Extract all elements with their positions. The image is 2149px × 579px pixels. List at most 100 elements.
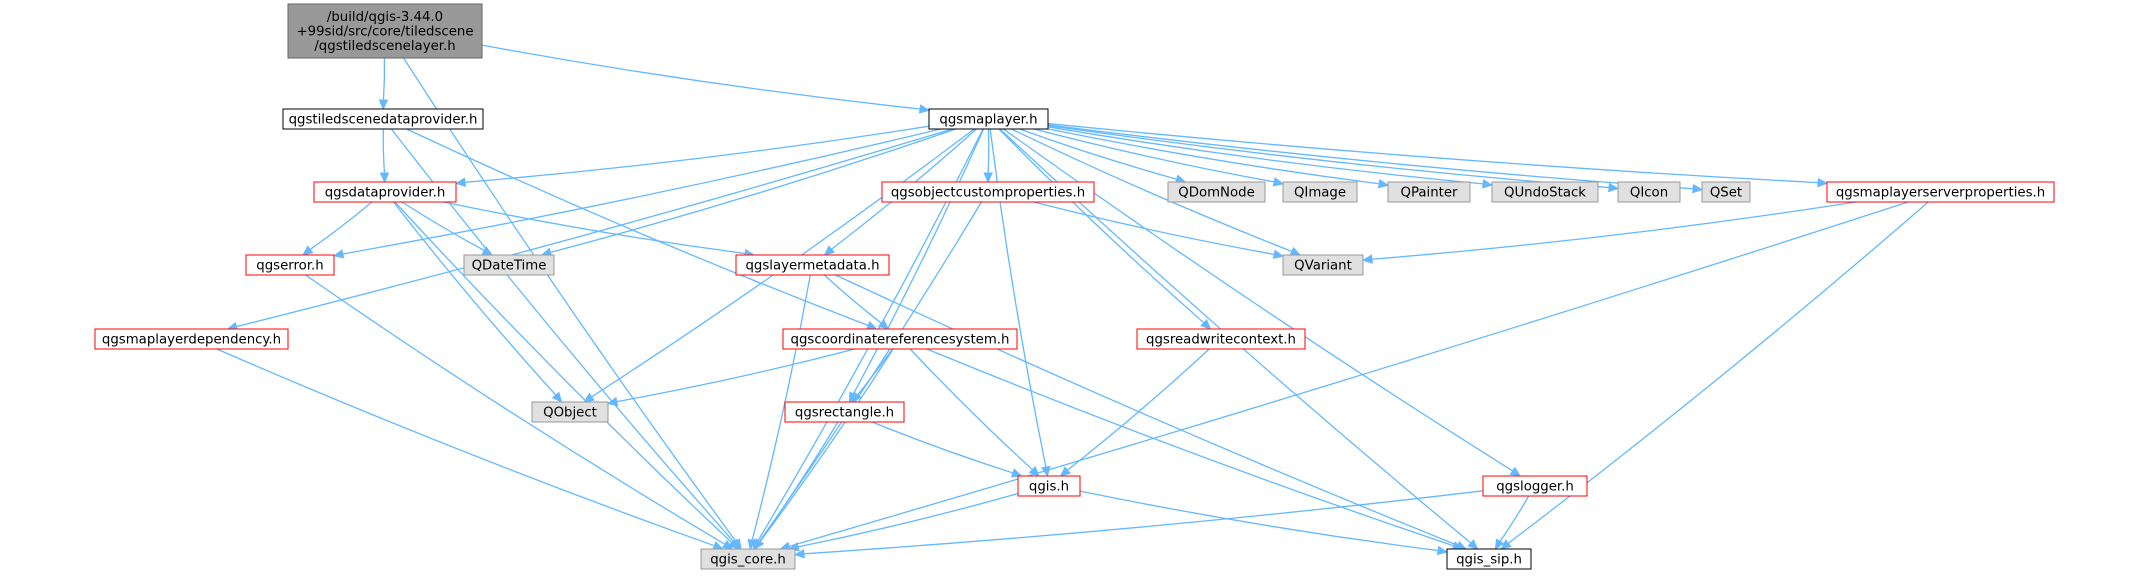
node-box bbox=[287, 3, 483, 59]
node-qdomnode: QDomNode bbox=[1167, 181, 1266, 203]
node-label: qgslayermetadata.h bbox=[745, 258, 879, 273]
edge-crs-to-qgissip bbox=[926, 348, 1464, 551]
edge-line bbox=[751, 274, 811, 541]
edge-layermeta-to-crs bbox=[823, 274, 890, 330]
edge-arrowhead bbox=[606, 396, 619, 407]
node-box bbox=[784, 401, 905, 423]
edge-maplayer-to-logger bbox=[1003, 128, 1522, 477]
node-label: qgsmaplayerdependency.h bbox=[102, 332, 281, 347]
node-crs[interactable]: qgscoordinatereferencesystem.h bbox=[782, 328, 1018, 350]
edge-maplayer-to-qundostack bbox=[1047, 126, 1494, 189]
edge-line bbox=[1033, 128, 1275, 183]
node-mlserverprops[interactable]: qgsmaplayerserverproperties.h bbox=[1826, 181, 2055, 203]
edge-arrowhead bbox=[1608, 182, 1620, 193]
edge-line bbox=[1047, 124, 1610, 189]
node-root[interactable]: /build/qgis-3.44.0+99sid/src/core/tileds… bbox=[287, 3, 483, 59]
node-label: qgis_sip.h bbox=[1456, 552, 1522, 567]
node-rectangle[interactable]: qgsrectangle.h bbox=[784, 401, 905, 423]
edge-rwcontext-to-qgis bbox=[1059, 348, 1210, 477]
edge-arrowhead bbox=[332, 249, 345, 259]
edge-maplayer-to-qdatetime bbox=[540, 128, 956, 257]
edge-mlserverprops-to-qgissip bbox=[1500, 201, 1929, 550]
node-qgissip[interactable]: qgis_sip.h bbox=[1446, 548, 1532, 570]
node-label: qgserror.h bbox=[256, 258, 323, 273]
edge-mlserverprops-to-qvariant bbox=[1361, 201, 1857, 264]
edge-layer bbox=[216, 44, 1929, 559]
node-label: QSet bbox=[1710, 185, 1742, 200]
edge-maplayer-to-mlserverprops bbox=[1047, 122, 1829, 188]
node-qpainter: QPainter bbox=[1387, 181, 1471, 203]
node-qgis[interactable]: qgis.h bbox=[1017, 475, 1081, 497]
node-box bbox=[1282, 254, 1364, 276]
node-label: qgsdataprovider.h bbox=[325, 185, 446, 200]
edge-arrowhead bbox=[454, 177, 467, 188]
edge-arrowhead bbox=[1272, 249, 1285, 259]
edge-arrowhead bbox=[793, 549, 805, 559]
edge-arrowhead bbox=[583, 392, 595, 403]
node-qdatetime: QDateTime bbox=[463, 254, 555, 276]
edge-arrowhead bbox=[1010, 468, 1023, 478]
edge-maplayer-to-qgis bbox=[989, 128, 1051, 478]
node-tsdp[interactable]: qgstiledscenedataprovider.h bbox=[282, 108, 484, 130]
edge-line bbox=[998, 128, 1205, 324]
edge-line bbox=[309, 201, 373, 251]
node-logger[interactable]: qgslogger.h bbox=[1482, 475, 1588, 497]
edge-arrowhead bbox=[1361, 254, 1373, 264]
edge-line bbox=[758, 201, 983, 542]
node-qobject: QObject bbox=[531, 401, 609, 423]
edge-arrowhead bbox=[551, 391, 563, 403]
edge-maplayer-to-qgserror bbox=[332, 128, 941, 259]
edge-line bbox=[987, 128, 990, 174]
node-label: /build/qgis-3.44.0 bbox=[327, 10, 443, 25]
node-box bbox=[1282, 181, 1358, 203]
node-label: QImage bbox=[1294, 185, 1346, 200]
node-dataprovider[interactable]: qgsdataprovider.h bbox=[313, 181, 457, 203]
edge-line bbox=[1033, 201, 1275, 256]
edge-logger-to-qgissip bbox=[1494, 495, 1530, 551]
edge-arrowhead bbox=[1200, 319, 1212, 330]
edge-line bbox=[406, 128, 869, 327]
node-box bbox=[1017, 475, 1081, 497]
node-label: qgscoordinatereferencesystem.h bbox=[791, 332, 1010, 347]
edge-arrowhead bbox=[379, 172, 390, 184]
edge-line bbox=[759, 348, 894, 542]
edge-arrowhead bbox=[1509, 466, 1522, 477]
node-qgiscore: qgis_core.h bbox=[700, 548, 796, 570]
edge-line bbox=[1079, 490, 1439, 552]
node-qgserror[interactable]: qgserror.h bbox=[245, 254, 335, 276]
edge-line bbox=[403, 57, 737, 542]
node-label: qgsobjectcustomproperties.h bbox=[891, 185, 1085, 200]
edge-line bbox=[392, 201, 557, 396]
edge-line bbox=[1371, 201, 1857, 260]
node-layer: /build/qgis-3.44.0+99sid/src/core/tileds… bbox=[94, 3, 2055, 570]
node-label: qgstiledscenedataprovider.h bbox=[289, 112, 478, 127]
edge-arrowhead bbox=[1494, 538, 1505, 551]
edge-line bbox=[1011, 128, 1293, 253]
node-objcustom[interactable]: qgsobjectcustomproperties.h bbox=[881, 181, 1095, 203]
node-rwcontext[interactable]: qgsreadwritecontext.h bbox=[1136, 328, 1306, 350]
node-box bbox=[1136, 328, 1306, 350]
edge-layermeta-to-qgissip bbox=[835, 274, 1468, 550]
node-label: QPainter bbox=[1400, 185, 1458, 200]
node-label: QIcon bbox=[1630, 185, 1668, 200]
node-label: +99sid/src/core/tiledscene bbox=[296, 24, 473, 39]
edge-arrowhead bbox=[823, 245, 835, 256]
edge-arrowhead bbox=[302, 245, 314, 256]
node-maplayer[interactable]: qgsmaplayer.h bbox=[928, 108, 1049, 130]
edge-arrowhead bbox=[983, 172, 993, 184]
edge-root-to-maplayer bbox=[481, 44, 931, 114]
edge-arrowhead bbox=[1059, 466, 1072, 477]
node-layermeta[interactable]: qgslayermetadata.h bbox=[735, 254, 890, 276]
edge-layermeta-to-qgiscore bbox=[747, 274, 811, 551]
edge-arrowhead bbox=[1500, 539, 1512, 550]
node-box bbox=[1482, 475, 1588, 497]
edge-arrowhead bbox=[721, 539, 734, 550]
edge-line bbox=[401, 201, 485, 252]
node-box bbox=[1387, 181, 1471, 203]
edge-maplayer-to-qimage bbox=[1033, 128, 1285, 187]
edge-arrowhead bbox=[865, 320, 878, 330]
node-mldependency[interactable]: qgsmaplayerdependency.h bbox=[94, 328, 289, 350]
node-box bbox=[1491, 181, 1599, 203]
edge-dataprovider-to-qobject bbox=[392, 201, 563, 403]
edge-rectangle-to-qgis bbox=[871, 421, 1023, 478]
